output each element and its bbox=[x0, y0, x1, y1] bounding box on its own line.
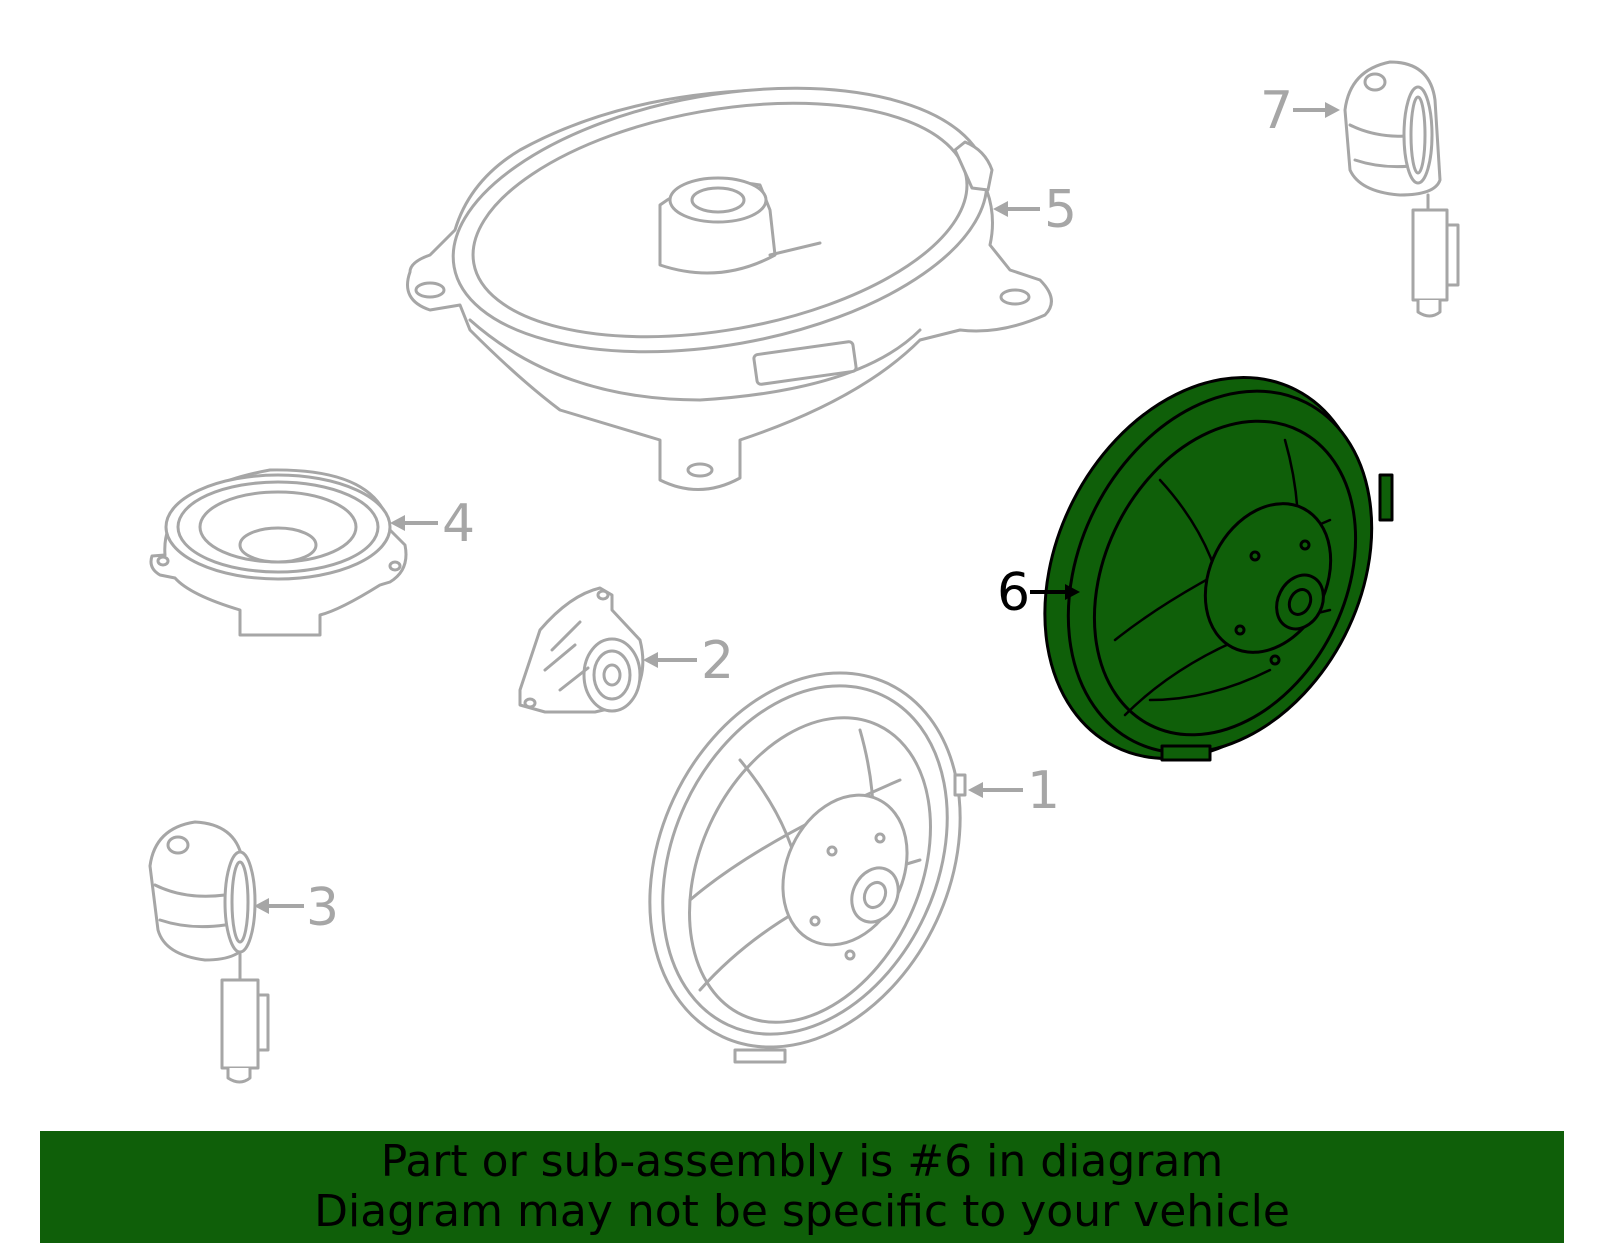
callout-6: 6 bbox=[997, 563, 1030, 623]
callout-2: 2 bbox=[701, 631, 734, 691]
callout-arrow-1 bbox=[968, 782, 1023, 798]
part-2-small-tweeter[interactable] bbox=[518, 586, 645, 714]
part-6-woofer-highlighted[interactable] bbox=[982, 323, 1431, 814]
callout-1: 1 bbox=[1027, 761, 1060, 821]
callout-arrow-5 bbox=[993, 201, 1040, 217]
callout-5: 5 bbox=[1044, 180, 1077, 240]
callout-arrow-4 bbox=[390, 515, 438, 531]
part-1-woofer[interactable] bbox=[591, 622, 1019, 1098]
callout-4: 4 bbox=[442, 494, 475, 554]
callout-arrow-6 bbox=[1030, 584, 1080, 600]
callout-arrow-2 bbox=[643, 652, 697, 668]
callout-arrow-7 bbox=[1293, 102, 1340, 118]
part-5-oval-speaker[interactable] bbox=[406, 50, 1053, 491]
banner-line-1: Part or sub-assembly is #6 in diagram bbox=[380, 1136, 1224, 1187]
part-3-tweeter-pod[interactable] bbox=[148, 820, 270, 1084]
part-4-round-speaker[interactable] bbox=[149, 468, 408, 637]
part-7-tweeter-pod[interactable] bbox=[1343, 60, 1460, 318]
callout-3: 3 bbox=[306, 878, 339, 938]
banner-line-2: Diagram may not be specific to your vehi… bbox=[314, 1186, 1290, 1237]
callout-7: 7 bbox=[1260, 81, 1293, 141]
callout-arrow-3 bbox=[254, 898, 304, 914]
info-banner: Part or sub-assembly is #6 in diagram Di… bbox=[40, 1131, 1564, 1243]
